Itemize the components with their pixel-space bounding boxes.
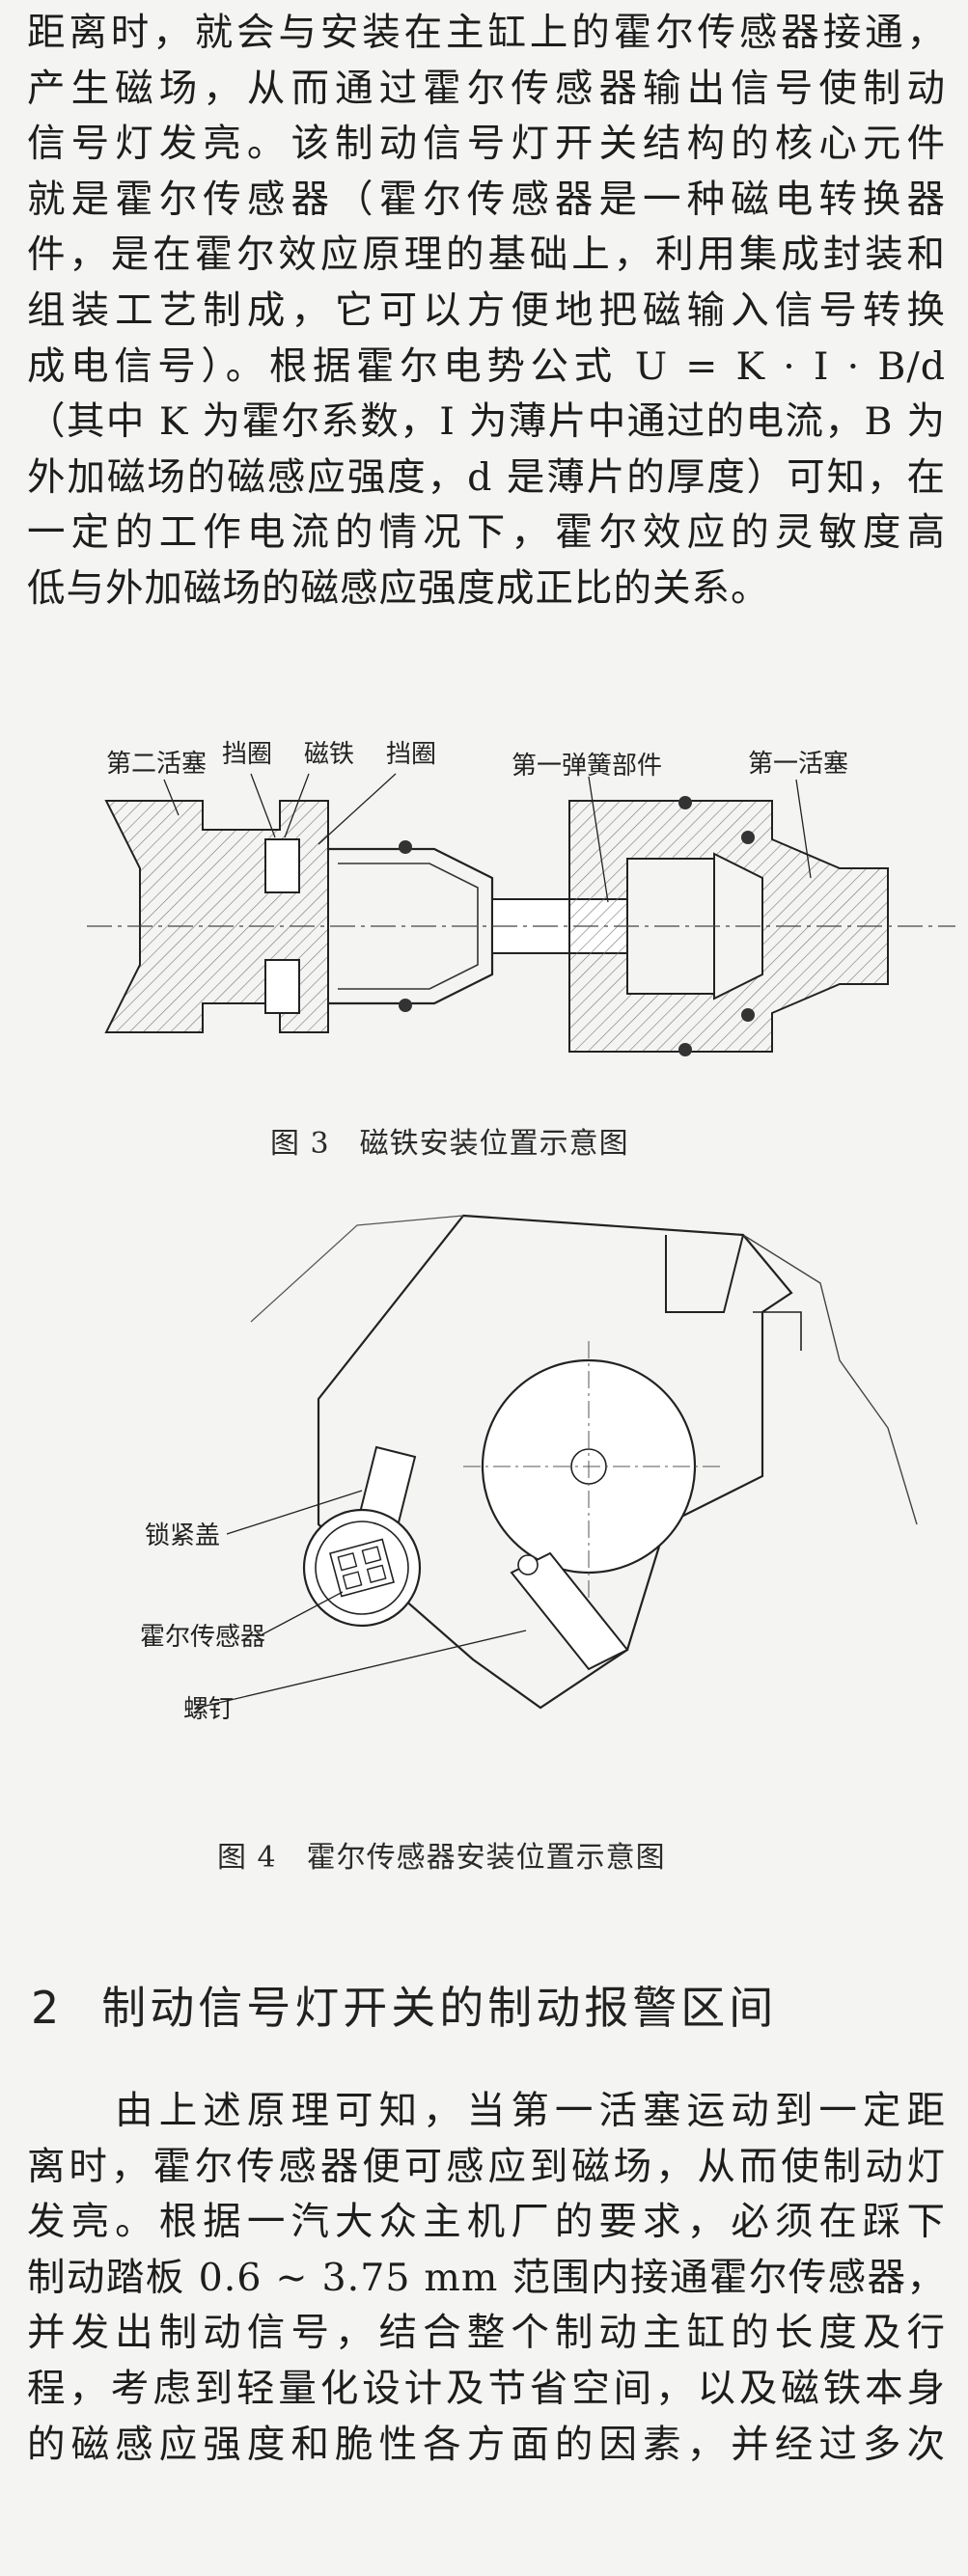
text-line: 制动踏板 0.6 ~ 3.75 mm 范围内接通霍尔传感器， [27, 2255, 946, 2300]
text-line: 距离时，就会与安装在主缸上的霍尔传感器接通， [27, 11, 946, 55]
paragraph-2: 由上述原理可知，当第一活塞运动到一定距 离时，霍尔传感器便可感应到磁场，从而使制… [27, 2084, 946, 2473]
text-line: 产生磁场，从而通过霍尔传感器输出信号使制动 [27, 66, 946, 111]
text-line: 低与外加磁场的磁感应强度成正比的关系。 [27, 565, 770, 611]
figure-3-diagram: 第二活塞 挡圈 磁铁 挡圈 第一弹簧部件 第一活塞 [87, 740, 955, 1056]
label-second-piston: 第二活塞 [106, 750, 207, 779]
section-title: 制动信号灯开关的制动报警区间 [101, 1982, 778, 2034]
text-line: 离时，霍尔传感器便可感应到磁场，从而使制动灯 [27, 2144, 946, 2189]
label-retainer-right: 挡圈 [386, 740, 436, 769]
paragraph-1: 距离时，就会与安装在主缸上的霍尔传感器接通， 产生磁场，从而通过霍尔传感器输出信… [27, 6, 946, 617]
text-line: 组装工艺制成，它可以方便地把磁输入信号转换 [27, 288, 946, 333]
label-magnet: 磁铁 [304, 740, 354, 769]
section-heading: 2 制动信号灯开关的制动报警区间 [31, 1973, 777, 2037]
text-line: 信号灯发亮。该制动信号灯开关结构的核心元件 [27, 122, 946, 167]
figure-4-caption: 图 4 霍尔传感器安装位置示意图 [217, 1841, 666, 1875]
label-lock-cover: 锁紧盖 [145, 1521, 220, 1550]
figure-3-caption: 图 3 磁铁安装位置示意图 [270, 1127, 629, 1161]
text-line: 发亮。根据一汽大众主机厂的要求，必须在踩下 [27, 2200, 946, 2245]
text-line: 成电信号）。根据霍尔电势公式 U = K · I · B/d [27, 343, 946, 389]
figure-4-diagram: 锁紧盖 霍尔传感器 螺钉 [140, 1214, 918, 1724]
text-line: 由上述原理可知，当第一活塞运动到一定距 [27, 2089, 946, 2133]
text-line: 一定的工作电流的情况下，霍尔效应的灵敏度高 [27, 510, 946, 556]
text-line: 的磁感应强度和脆性各方面的因素，并经过多次 [27, 2422, 946, 2467]
label-first-spring: 第一弹簧部件 [512, 752, 662, 781]
text-line: （其中 K 为霍尔系数，I 为薄片中通过的电流，B 为 [27, 399, 946, 445]
label-hall-sensor: 霍尔传感器 [140, 1623, 265, 1652]
text-line: 件，是在霍尔效应原理的基础上，利用集成封装和 [27, 233, 946, 278]
text-line: 程，考虑到轻量化设计及节省空间，以及磁铁本身 [27, 2366, 946, 2411]
text-line: 就是霍尔传感器（霍尔传感器是一种磁电转换器 [27, 177, 946, 222]
section-number: 2 [31, 1982, 64, 2034]
label-screw: 螺钉 [183, 1695, 234, 1724]
text-line: 外加磁场的磁感应强度，d 是薄片的厚度）可知，在 [27, 454, 946, 500]
label-first-piston: 第一活塞 [748, 750, 848, 779]
label-retainer-left: 挡圈 [222, 740, 272, 769]
text-line: 并发出制动信号，结合整个制动主缸的长度及行 [27, 2311, 946, 2356]
